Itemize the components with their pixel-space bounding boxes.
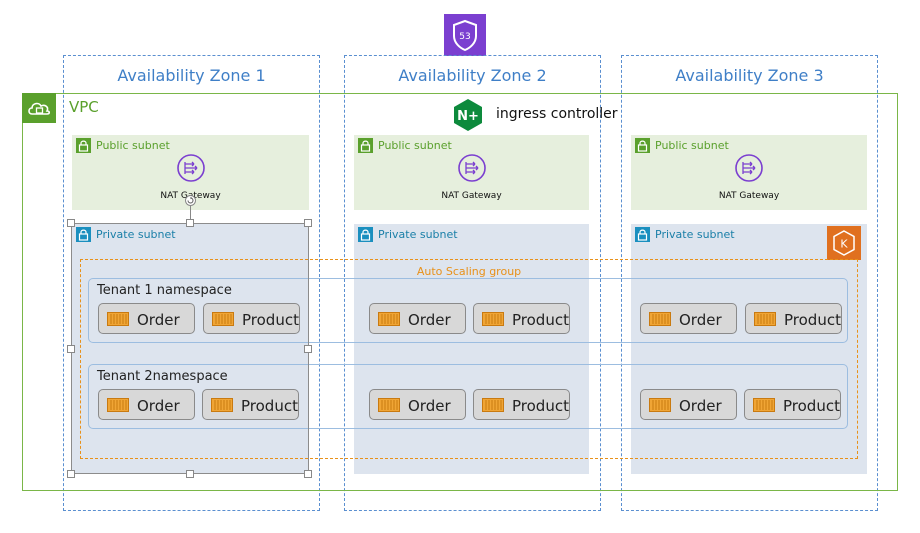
tenant-1-namespace-label: Tenant 1 namespace [97,283,232,298]
product-service-label: Product [783,397,840,415]
lock-icon [635,138,650,153]
container-icon [211,398,233,412]
private-subnet-az2: Private subnet [354,224,589,474]
tenant-2-namespace-label: Tenant 2namespace [97,369,228,384]
public-subnet-az2: Public subnet NAT Gateway [354,135,589,210]
route53-logo-text: 53 [459,32,470,42]
tenant-2-namespace: Tenant 2namespace [88,364,848,429]
az-3-title: Availability Zone 3 [675,66,824,85]
resize-handle-right[interactable] [304,345,312,353]
nat-gateway-icon [176,154,205,182]
lock-icon [76,227,91,242]
container-icon [482,312,504,326]
nginx-icon: N+ [452,98,484,132]
order-service-label: Order [679,397,722,415]
product-service[interactable]: Product [473,389,570,420]
order-service[interactable]: Order [640,303,737,334]
public-subnet-az3: Public subnet NAT Gateway [631,135,867,210]
order-service-label: Order [137,397,180,415]
vpc-icon [22,93,56,123]
container-icon [649,398,671,412]
availability-zone-1: Availability Zone 1 [63,55,320,511]
nat-gateway-label: NAT Gateway [441,191,502,201]
resize-handle-bottom[interactable] [186,470,194,478]
route53-icon: 53 [444,14,486,56]
order-service-label: Order [679,311,722,329]
resize-handle-top-left[interactable] [67,219,75,227]
container-icon [753,398,775,412]
public-subnet-label: Public subnet [655,139,729,152]
availability-zone-3: Availability Zone 3 [621,55,878,511]
private-subnet-label: Private subnet [96,228,176,241]
product-service-label: Product [241,397,298,415]
product-service[interactable]: Product [202,389,299,420]
lock-icon [76,138,91,153]
lock-icon [358,138,373,153]
nat-gateway-icon [735,154,763,182]
product-service[interactable]: Product [473,303,570,334]
availability-zone-2: Availability Zone 2 [344,55,601,511]
lock-icon [358,227,373,242]
auto-scaling-group-label: Auto Scaling group [416,265,522,278]
eks-logo-text: K [840,238,848,251]
container-icon [107,312,129,326]
order-service[interactable]: Order [369,303,466,334]
selection-frame[interactable] [71,223,309,474]
product-service-label: Product [512,311,569,329]
private-subnet-label: Private subnet [378,228,458,241]
product-service-label: Product [512,397,569,415]
nat-gateway-label: NAT Gateway [718,191,780,201]
product-service[interactable]: Product [203,303,300,334]
order-service[interactable]: Order [98,389,195,420]
public-subnet-label: Public subnet [378,139,452,152]
nat-gateway-icon [457,154,486,182]
container-icon [107,398,129,412]
az-2-title: Availability Zone 2 [398,66,547,85]
private-subnet-label: Private subnet [655,228,735,241]
container-icon [378,398,400,412]
container-icon [378,312,400,326]
resize-handle-top-right[interactable] [304,219,312,227]
rotate-handle-icon[interactable] [185,195,196,206]
product-service[interactable]: Product [744,389,841,420]
private-subnet-az1: Private subnet [72,224,309,474]
product-service-label: Product [242,311,299,329]
eks-icon: K [827,226,861,260]
order-service-label: Order [408,311,451,329]
ingress-controller-label: ingress controller [496,106,618,122]
order-service[interactable]: Order [369,389,466,420]
private-subnet-az3: Private subnet [631,224,867,474]
public-subnet-label: Public subnet [96,139,170,152]
tenant-1-namespace: Tenant 1 namespace [88,278,848,343]
resize-handle-left[interactable] [67,345,75,353]
vpc-container [22,93,898,491]
container-icon [649,312,671,326]
order-service-label: Order [408,397,451,415]
container-icon [212,312,234,326]
vpc-label: VPC [69,98,99,116]
auto-scaling-group: Auto Scaling group [80,259,858,459]
resize-handle-bottom-right[interactable] [304,470,312,478]
product-service[interactable]: Product [745,303,842,334]
lock-icon [635,227,650,242]
resize-handle-top[interactable] [186,219,194,227]
az-1-title: Availability Zone 1 [117,66,266,85]
order-service-label: Order [137,311,180,329]
rotate-handle-stem [190,205,191,219]
nginx-logo-text: N+ [457,109,479,124]
product-service-label: Product [784,311,841,329]
order-service[interactable]: Order [640,389,737,420]
container-icon [482,398,504,412]
order-service[interactable]: Order [98,303,195,334]
container-icon [754,312,776,326]
resize-handle-bottom-left[interactable] [67,470,75,478]
